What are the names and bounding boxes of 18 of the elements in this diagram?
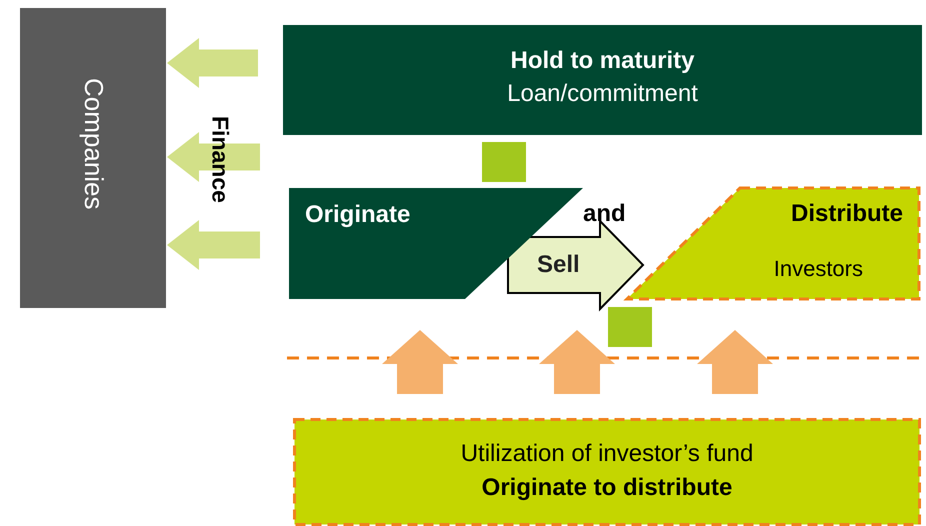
node-text: Originate to distribute (480, 474, 734, 502)
block-arrow (697, 330, 773, 394)
node-text: Loan/commitment (506, 80, 699, 108)
node-text: Investors (774, 256, 863, 282)
label-text: Finance (207, 116, 234, 203)
node-text: Companies (78, 78, 108, 210)
block-arrow (382, 330, 458, 394)
finance-arrow (167, 220, 260, 270)
finance-arrow (167, 132, 260, 182)
heading-text: Distribute (790, 200, 903, 228)
block-arrow (507, 218, 644, 312)
heading-text: Hold to maturity (510, 47, 696, 75)
label-text: and (583, 200, 626, 228)
heading-text: Utilization of investor’s fund (460, 440, 754, 468)
edge-label: Sell (537, 251, 580, 279)
finance-arrow (167, 38, 258, 88)
block-arrow (539, 330, 615, 394)
node-text: Originate (305, 201, 410, 229)
